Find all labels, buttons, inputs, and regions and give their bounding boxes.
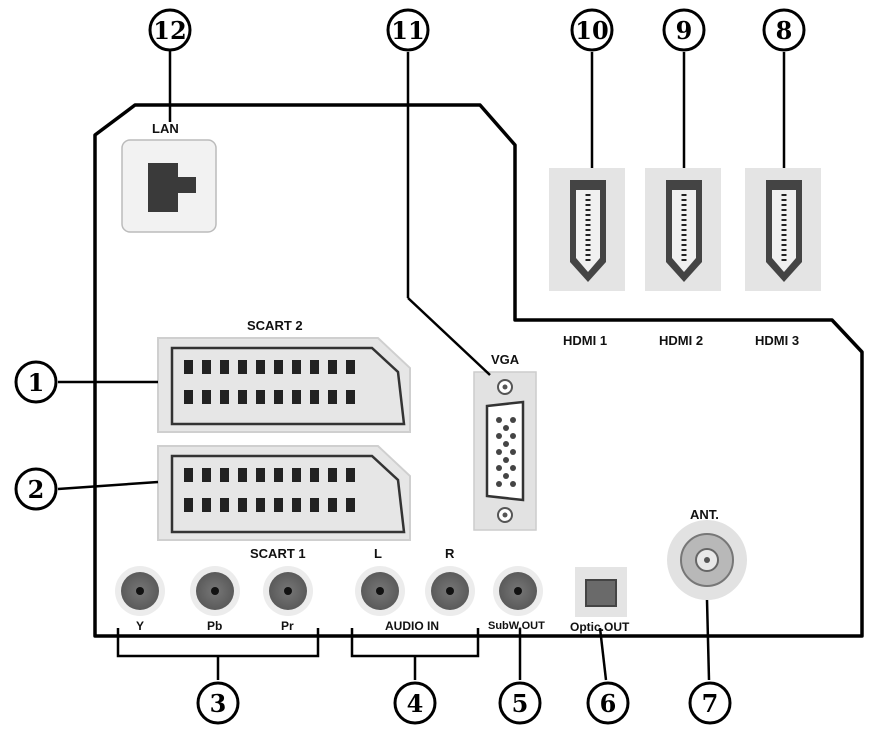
callout-9: 9 <box>662 8 706 52</box>
svg-text:8: 8 <box>776 16 793 45</box>
audio-l-label: L <box>374 546 382 561</box>
hdmi-port-2 <box>645 168 721 291</box>
svg-text:7: 7 <box>702 689 719 718</box>
scart-1-port <box>157 445 411 541</box>
callout-4: 4 <box>393 681 437 725</box>
callout-10: 10 <box>570 8 614 52</box>
audio-in-bracket <box>350 628 480 680</box>
lan-label: LAN <box>152 121 179 136</box>
leader-lines <box>57 50 786 681</box>
svg-text:12: 12 <box>153 16 186 45</box>
svg-text:10: 10 <box>575 16 608 45</box>
ant-label: ANT. <box>690 507 719 522</box>
optical-out-port <box>575 567 627 617</box>
pb-label: Pb <box>207 619 223 633</box>
svg-text:5: 5 <box>512 689 529 718</box>
hdmi-3-label: HDMI 3 <box>755 333 800 348</box>
svg-text:9: 9 <box>676 16 693 45</box>
antenna-port <box>667 520 747 600</box>
svg-text:6: 6 <box>600 689 617 718</box>
rca-jack-audio-r <box>425 566 475 616</box>
svg-text:3: 3 <box>210 689 227 718</box>
scart-1-label: SCART 1 <box>250 546 306 561</box>
rca-jack-audio-l <box>355 566 405 616</box>
svg-text:2: 2 <box>28 475 45 504</box>
svg-text:4: 4 <box>407 689 424 718</box>
svg-text:1: 1 <box>28 368 45 397</box>
component-bracket <box>116 628 320 680</box>
rca-jack-pb <box>190 566 240 616</box>
rca-jack-pr <box>263 566 313 616</box>
hdmi-port-3 <box>745 168 821 291</box>
callout-2: 2 <box>14 467 58 511</box>
optic-out-label: Optic.OUT <box>570 620 630 634</box>
lan-port <box>121 139 217 233</box>
y-label: Y <box>136 619 145 633</box>
hdmi-1-label: HDMI 1 <box>563 333 608 348</box>
hdmi-2-label: HDMI 2 <box>659 333 704 348</box>
rca-jack-y <box>115 566 165 616</box>
pr-label: Pr <box>281 619 294 633</box>
audio-r-label: R <box>445 546 455 561</box>
scart-2-port <box>157 337 411 433</box>
hdmi-port-1 <box>549 168 625 291</box>
callout-5: 5 <box>498 681 542 725</box>
callout-1: 1 <box>14 360 58 404</box>
rca-jack-subw-out <box>493 566 543 616</box>
callout-8: 8 <box>762 8 806 52</box>
callout-11: 11 <box>386 8 430 52</box>
vga-label: VGA <box>491 352 520 367</box>
subw-out-label: SubW.OUT <box>488 620 545 632</box>
callout-6: 6 <box>586 681 630 725</box>
audio-in-label: AUDIO IN <box>385 619 439 633</box>
svg-text:11: 11 <box>391 16 424 45</box>
callout-7: 7 <box>688 681 732 725</box>
vga-port <box>473 371 537 531</box>
scart-2-label: SCART 2 <box>247 318 303 333</box>
callout-3: 3 <box>196 681 240 725</box>
callout-12: 12 <box>148 8 192 52</box>
